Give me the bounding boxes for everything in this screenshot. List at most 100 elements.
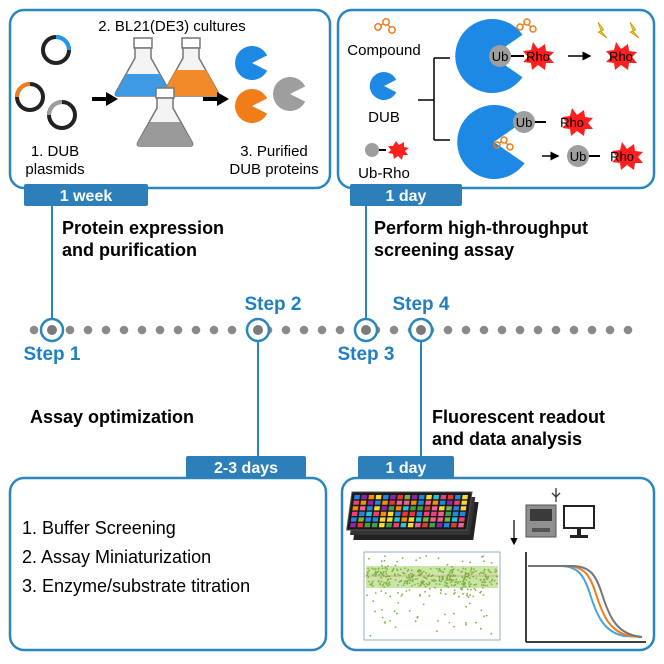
inhibited-dub-icon bbox=[457, 105, 525, 179]
scatter-point bbox=[457, 569, 460, 571]
ub-icon bbox=[513, 111, 535, 133]
scatter-point bbox=[490, 583, 493, 586]
scatter-point bbox=[464, 568, 467, 571]
scatter-point bbox=[490, 579, 493, 582]
scatter-point bbox=[406, 570, 409, 572]
scatter-point bbox=[367, 572, 369, 575]
scatter-point bbox=[405, 580, 407, 583]
scatter-point bbox=[439, 592, 442, 595]
scatter-point bbox=[466, 592, 468, 595]
plate-well bbox=[350, 517, 357, 522]
timeline-dots bbox=[29, 325, 633, 335]
plate-well bbox=[372, 517, 379, 522]
scatter-point bbox=[440, 588, 443, 591]
scatter-point bbox=[407, 579, 409, 581]
scatter-point bbox=[408, 582, 411, 584]
ub-label: Ub bbox=[492, 49, 509, 64]
scatter-point bbox=[444, 581, 446, 584]
scatter-point bbox=[465, 622, 467, 624]
scatter-point bbox=[381, 567, 384, 570]
expression-duration: 1 week bbox=[60, 188, 113, 205]
scatter-point bbox=[432, 580, 435, 583]
scatter-point bbox=[496, 582, 498, 585]
step3-label: Step 3 bbox=[337, 344, 394, 365]
scatter-point bbox=[421, 571, 424, 574]
scatter-point bbox=[475, 583, 477, 586]
plate-well bbox=[453, 506, 460, 511]
scatter-point bbox=[469, 583, 472, 586]
scatter-point bbox=[411, 585, 413, 587]
scatter-point bbox=[444, 593, 447, 595]
optimization-title: Assay optimization bbox=[30, 407, 194, 427]
scatter-point bbox=[462, 592, 464, 595]
arrow-icon bbox=[203, 92, 229, 106]
scatter-point bbox=[385, 575, 387, 578]
scatter-point bbox=[469, 577, 471, 580]
scatter-point bbox=[469, 561, 471, 564]
scatter-point bbox=[424, 590, 426, 593]
plate-well bbox=[414, 523, 421, 528]
step2-label: Step 2 bbox=[244, 294, 301, 315]
legend-dub: DUB bbox=[368, 109, 400, 126]
scatter-point bbox=[418, 593, 421, 596]
screening-title-line2: screening assay bbox=[374, 240, 514, 260]
plate-well bbox=[396, 500, 403, 505]
plate-well bbox=[458, 523, 465, 528]
plate-well bbox=[367, 500, 374, 505]
plate-well bbox=[382, 500, 388, 505]
protein-label-line2: DUB proteins bbox=[229, 161, 318, 178]
compound-icon bbox=[516, 18, 537, 33]
legend-compound: Compound bbox=[347, 42, 420, 59]
plate-well bbox=[461, 495, 468, 500]
plate-well bbox=[438, 511, 445, 516]
scatter-point bbox=[372, 573, 374, 576]
scatter-point bbox=[468, 583, 470, 585]
plate-well bbox=[361, 495, 368, 500]
scatter-point bbox=[420, 570, 422, 572]
scatter-point bbox=[396, 612, 398, 615]
plate-well bbox=[402, 511, 409, 516]
scatter-point bbox=[482, 572, 485, 575]
scatter-point bbox=[469, 570, 472, 573]
scatter-point bbox=[479, 591, 481, 594]
scatter-point bbox=[412, 573, 415, 576]
scatter-point bbox=[394, 564, 397, 567]
screening-title-line1: Perform high-throughput bbox=[374, 218, 588, 238]
readout-title-line1: Fluorescent readout bbox=[432, 407, 605, 427]
plate-well bbox=[353, 500, 360, 505]
scatter-point bbox=[373, 568, 375, 571]
scatter-point bbox=[381, 574, 384, 576]
plate-well bbox=[440, 495, 447, 500]
scatter-point bbox=[470, 588, 472, 591]
plate-well bbox=[418, 495, 425, 500]
timeline-dot bbox=[83, 325, 93, 335]
scatter-point bbox=[368, 569, 370, 572]
rho-burst-icon bbox=[612, 142, 643, 170]
scatter-point bbox=[442, 571, 445, 574]
plate-well bbox=[409, 511, 416, 516]
timeline-dot bbox=[281, 325, 291, 335]
timeline-dot bbox=[299, 325, 309, 335]
scatter-point bbox=[393, 610, 396, 613]
scatter-point bbox=[366, 574, 368, 576]
scatter-point bbox=[422, 570, 425, 573]
scatter-point bbox=[464, 576, 466, 579]
plate-well bbox=[351, 511, 358, 516]
plate-well bbox=[408, 517, 415, 522]
scatter-point bbox=[431, 579, 433, 582]
scatter-point bbox=[437, 620, 439, 622]
scatter-point bbox=[411, 576, 413, 579]
timeline-dot bbox=[137, 325, 147, 335]
scatter-point bbox=[426, 584, 429, 586]
plate-well bbox=[432, 500, 439, 505]
scatter-point bbox=[416, 578, 419, 580]
legend-ub-rho: Ub-Rho bbox=[358, 165, 410, 182]
scatter-point bbox=[422, 603, 425, 606]
scatter-point bbox=[378, 573, 381, 576]
scatter-point bbox=[422, 582, 424, 585]
expression-title-line1: Protein expression bbox=[62, 218, 224, 238]
timeline-dot bbox=[65, 325, 75, 335]
bound-compound-icon bbox=[493, 136, 514, 151]
scatter-point bbox=[445, 577, 448, 580]
scatter-point bbox=[487, 568, 490, 571]
